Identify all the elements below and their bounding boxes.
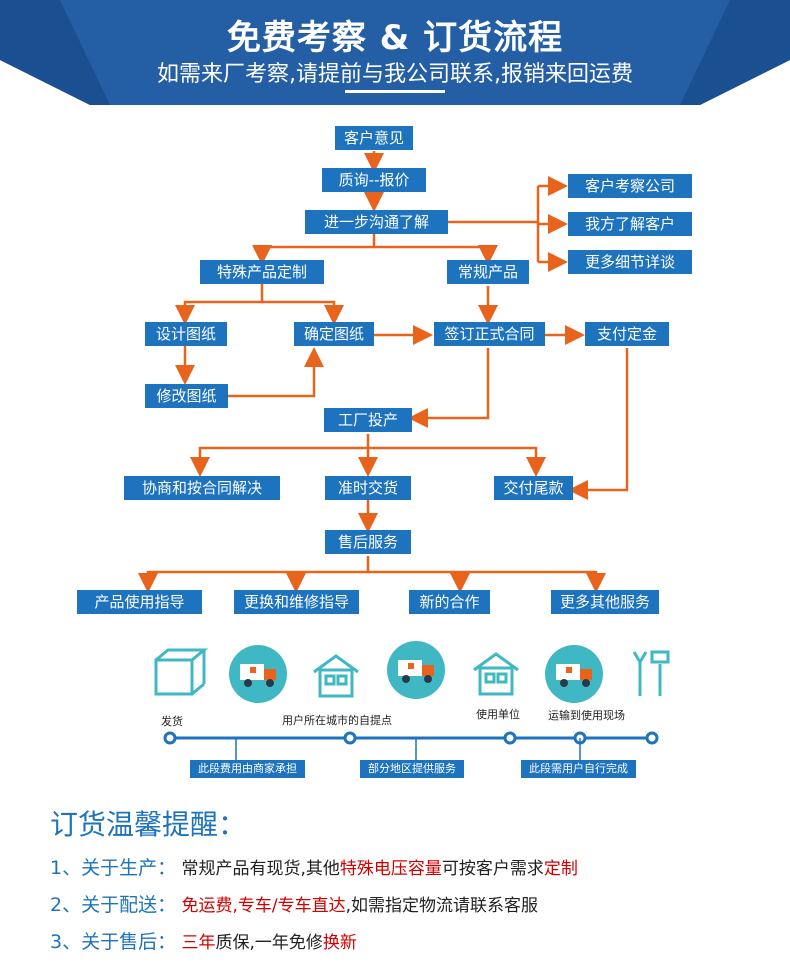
box-modify-drawing: 修改图纸	[145, 384, 228, 408]
banner-shape	[0, 0, 790, 105]
tag-seg1: 此段费用由商家承担	[190, 760, 305, 778]
tag-seg3: 此段需用户自行完成	[521, 760, 636, 778]
box-sign-contract: 签订正式合同	[434, 322, 545, 346]
box-visit-company: 客户考察公司	[568, 174, 692, 198]
note-highlight: 三年	[181, 933, 216, 953]
page-subtitle: 如需来厂考察,请提前与我公司联系,报销来回运费	[157, 62, 633, 87]
tools-icon	[632, 650, 670, 696]
label-unit: 使用单位	[476, 708, 520, 721]
box-confirm-drawing: 确定图纸	[294, 322, 374, 346]
box-customer-opinion: 客户意见	[335, 126, 413, 150]
box-on-time-delivery: 准时交货	[325, 476, 411, 500]
header-banner: 免费考察 & 订货流程 如需来厂考察,请提前与我公司联系,报销来回运费	[0, 0, 790, 105]
note-delivery: 2、关于配送： 免运费,专车/专车直达,如需指定物流请联系客服	[50, 890, 538, 917]
note-text: 质保,一年免修	[215, 933, 323, 953]
box-icon	[154, 648, 209, 696]
house-icon	[473, 652, 519, 696]
box-know-customer: 我方了解客户	[568, 212, 692, 236]
label-ship: 发货	[161, 715, 183, 728]
note-highlight: 特殊电压容量	[339, 859, 442, 879]
timeline	[163, 731, 659, 760]
truck-icon	[387, 641, 445, 699]
box-final-payment: 交付尾款	[494, 476, 573, 500]
tag-seg2: 部分地区提供服务	[360, 760, 464, 778]
logistics-graphic	[154, 641, 670, 760]
flow-arrows	[138, 151, 629, 593]
note-num: 3、关于售后：	[50, 931, 177, 953]
note-production: 1、关于生产： 常规产品有现货,其他特殊电压容量可按客户需求定制	[50, 853, 578, 880]
box-design-drawing: 设计图纸	[145, 322, 227, 346]
note-highlight: 换新	[322, 933, 357, 953]
box-negotiate: 协商和按合同解决	[124, 476, 280, 500]
house-icon	[313, 654, 359, 698]
note-highlight: 定制	[543, 859, 578, 879]
box-product-guide: 产品使用指导	[77, 590, 202, 614]
note-highlight: 免运费,专车/专车直达	[181, 896, 346, 916]
note-num: 2、关于配送：	[50, 894, 177, 916]
note-text: 可按客户需求	[441, 859, 544, 879]
notes-title: 订货温馨提醒：	[50, 808, 247, 841]
label-site: 运输到使用现场	[548, 709, 625, 722]
box-factory-production: 工厂投产	[324, 408, 412, 432]
note-num: 1、关于生产：	[50, 857, 177, 879]
box-quote: 质询--报价	[322, 168, 426, 192]
box-more-details: 更多细节详谈	[568, 250, 692, 274]
box-after-sales: 售后服务	[325, 530, 411, 554]
truck-icon	[545, 645, 603, 703]
page-title: 免费考察 & 订货流程	[226, 18, 564, 58]
box-more-services: 更多其他服务	[551, 590, 659, 614]
box-regular-product: 常规产品	[447, 260, 529, 284]
label-pickup: 用户所在城市的自提点	[282, 714, 392, 727]
note-text: 常规产品有现货,其他	[181, 859, 340, 879]
note-aftersales: 3、关于售后： 三年质保,一年免修换新	[50, 927, 357, 954]
box-new-cooperation: 新的合作	[409, 590, 490, 614]
box-replace-repair: 更换和维修指导	[234, 590, 359, 614]
box-special-product: 特殊产品定制	[200, 260, 324, 284]
truck-icon	[229, 645, 287, 703]
note-text: ,如需指定物流请联系客服	[345, 896, 539, 916]
box-communicate: 进一步沟通了解	[305, 210, 448, 234]
box-pay-deposit: 支付定金	[585, 322, 669, 346]
